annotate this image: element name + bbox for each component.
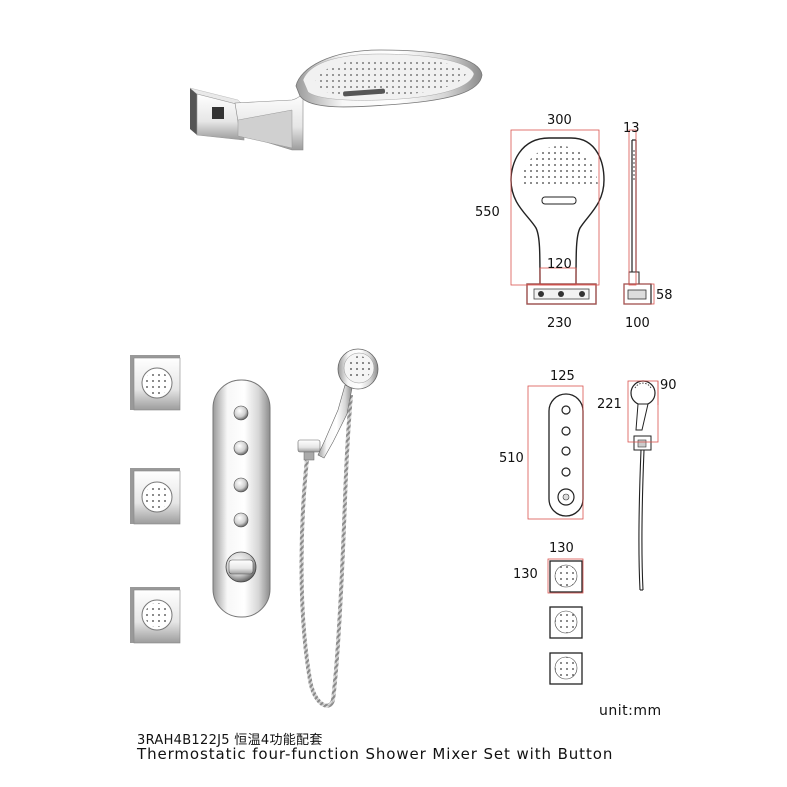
dim-neck-width: 120: [547, 257, 572, 272]
dim-base-depth: 100: [625, 316, 650, 331]
body-jet-drawing-1: [549, 560, 583, 593]
model-caption: 3RAH4B122J5 恒温4功能配套: [137, 733, 323, 748]
product-description: Thermostatic four-function Shower Mixer …: [137, 745, 614, 763]
body-jet-dimensions: 130 130: [513, 541, 584, 594]
head-front-drawing: [510, 137, 605, 305]
rain-shower-head-photo: [189, 49, 483, 151]
dim-base-height: 58: [656, 288, 673, 303]
body-jet-photo-2: [130, 468, 181, 525]
hand-shower-drawing: [630, 380, 656, 591]
unit-label: unit:mm: [599, 703, 662, 719]
head-side-drawing: [623, 139, 652, 305]
dim-head-height: 550: [475, 205, 500, 220]
dim-panel-width: 125: [550, 369, 575, 384]
head-side-dimensions: 13 58 100: [623, 121, 673, 331]
dim-panel-height: 510: [499, 451, 524, 466]
dim-hand-height: 221: [597, 397, 622, 412]
dim-jet-height: 130: [513, 567, 538, 582]
dim-base-width: 230: [547, 316, 572, 331]
panel-front-drawing: [548, 393, 584, 517]
hand-shower-photo: [297, 348, 379, 708]
hand-shower-dimensions: 221 90: [597, 378, 677, 443]
body-jet-photo-3: [130, 587, 181, 644]
panel-dimensions: 125 510: [499, 369, 584, 520]
mixer-panel-photo: [212, 379, 271, 618]
head-front-dimensions: 300 550 120 230: [475, 113, 600, 331]
body-jet-photo-1: [130, 355, 181, 411]
dim-head-width: 300: [547, 113, 572, 128]
dim-hand-diameter: 90: [660, 378, 677, 393]
body-jet-drawing-3: [549, 652, 583, 685]
dim-head-depth: 13: [623, 121, 640, 136]
dim-jet-width: 130: [549, 541, 574, 556]
body-jet-drawing-2: [549, 606, 583, 639]
